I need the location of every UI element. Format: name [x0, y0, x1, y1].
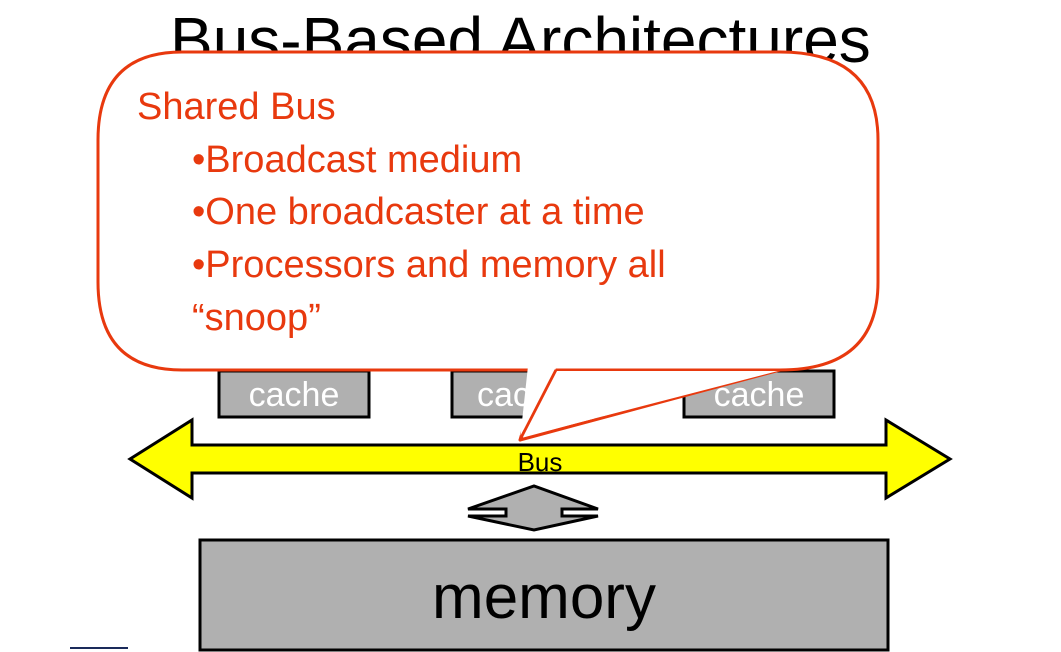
callout-bullet-3: •Processors and memory all — [192, 244, 666, 286]
callout-heading: Shared Bus — [137, 86, 336, 128]
footer-rule — [70, 647, 128, 649]
bus-memory-connector — [467, 484, 599, 532]
cache-label-2: cache — [477, 376, 568, 414]
callout-continuation: “snoop” — [192, 297, 321, 339]
bus-arrow — [127, 417, 953, 501]
callout-bullet-2: •One broadcaster at a time — [192, 191, 645, 233]
bus-label: Bus — [517, 447, 563, 477]
cache-label-3: cache — [713, 376, 805, 414]
memory-label: memory — [432, 563, 656, 632]
cache-label-1: cache — [248, 376, 340, 414]
memory-box — [198, 538, 890, 652]
cache-box-1 — [217, 369, 371, 419]
callout-bullet-1: •Broadcast medium — [192, 139, 523, 181]
